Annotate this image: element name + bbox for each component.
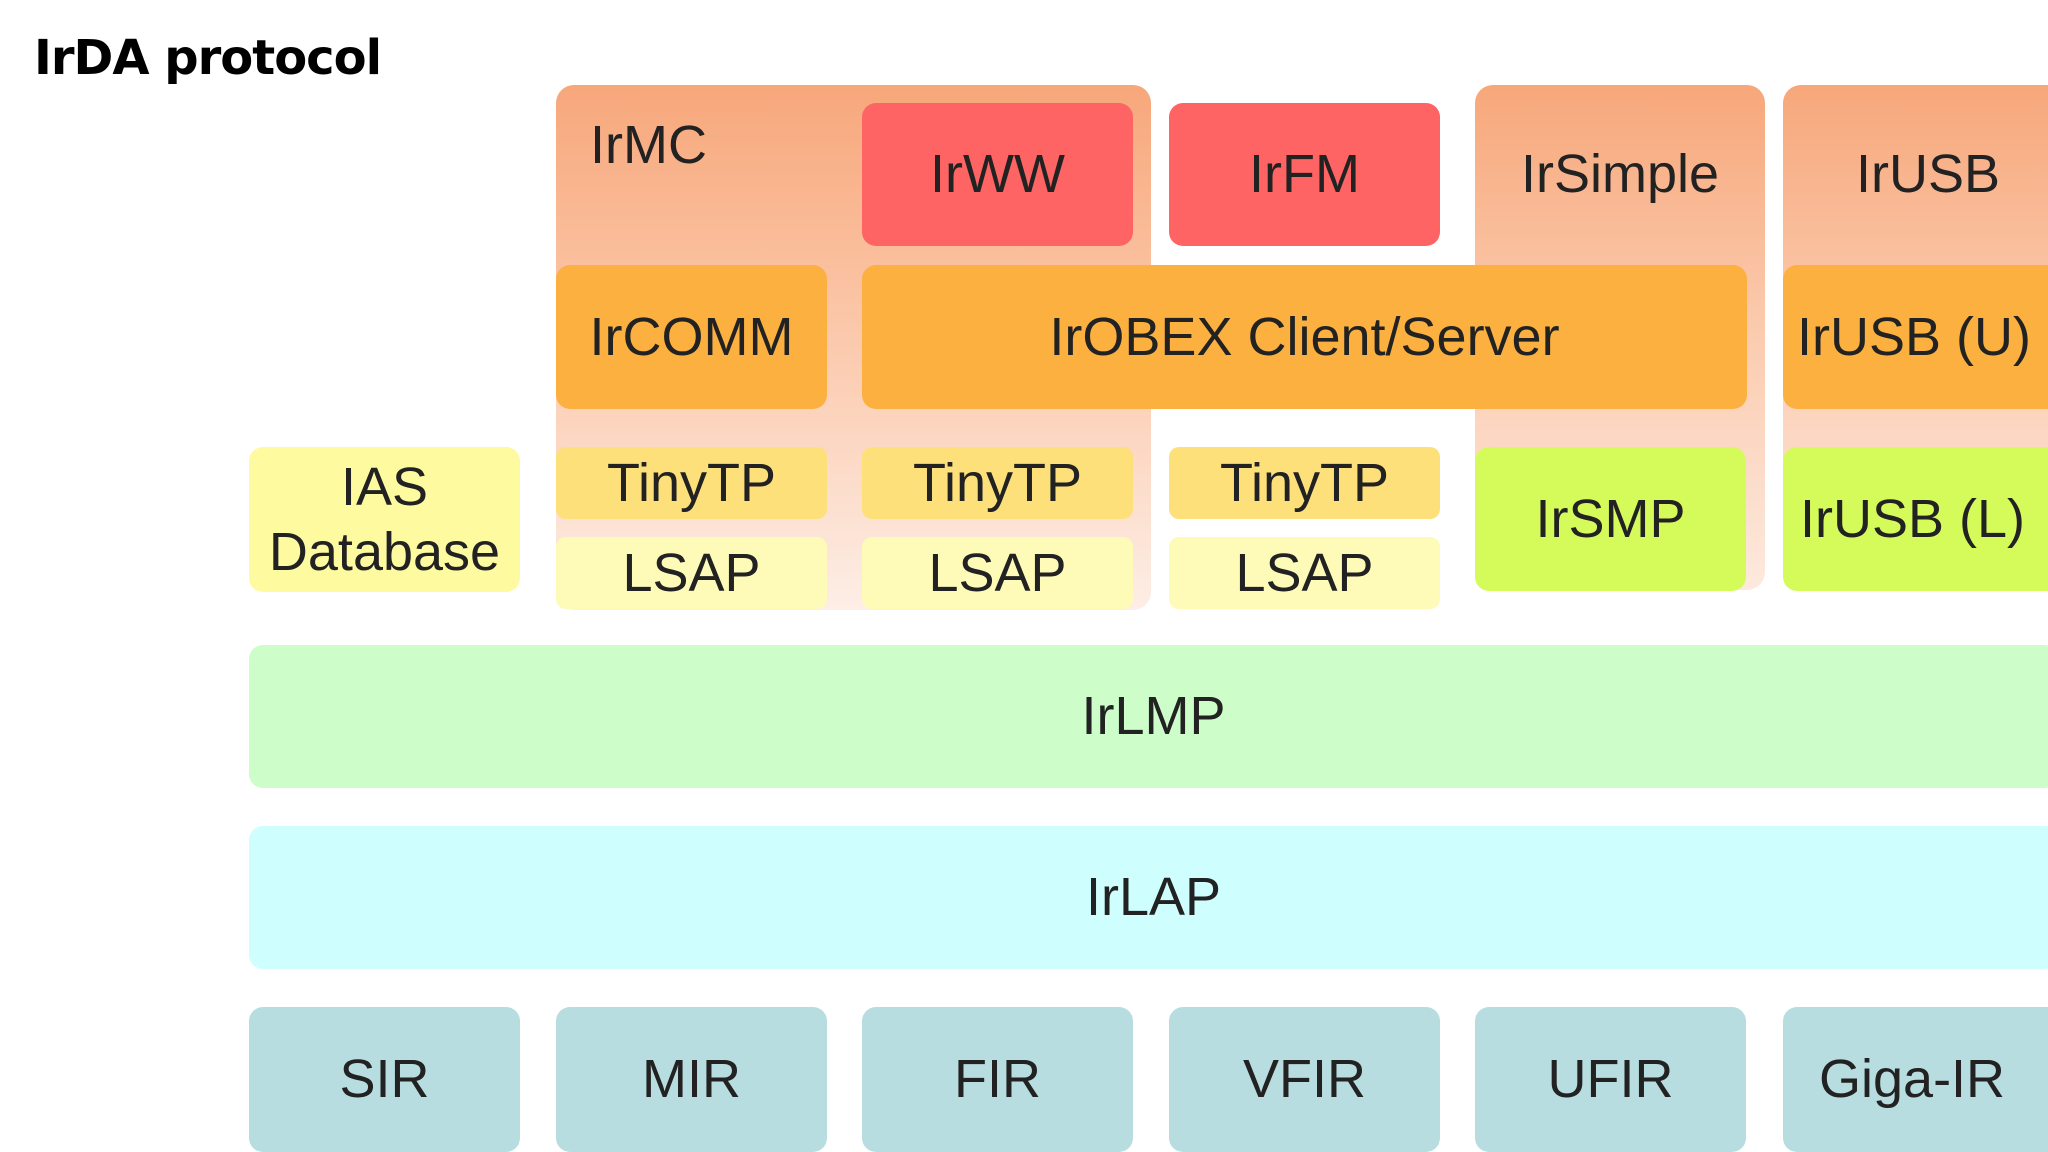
ias-line2: Database — [268, 521, 501, 582]
irlap-bar: IrLAP — [249, 826, 2048, 969]
irobex-box: IrOBEX Client/Server — [862, 265, 1747, 409]
physical-mir: MIR — [556, 1007, 827, 1152]
page-title: IrDA protocol — [34, 30, 382, 86]
tinytp-box-3: TinyTP — [1169, 447, 1440, 519]
irusb-l-box: IrUSB (L) — [1783, 447, 2048, 591]
ircomm-box: IrCOMM — [556, 265, 827, 409]
irfm-box: IrFM — [1169, 103, 1440, 246]
physical-ufir: UFIR — [1475, 1007, 1746, 1152]
physical-giga-ir: Giga-IR — [1783, 1007, 2048, 1152]
irusb-u-box: IrUSB (U) — [1783, 265, 2048, 409]
irsmp-box: IrSMP — [1475, 447, 1746, 591]
ias-line1: IAS — [340, 456, 429, 517]
physical-sir: SIR — [249, 1007, 520, 1152]
ias-database-box: IAS Database — [249, 447, 520, 592]
irlmp-bar: IrLMP — [249, 645, 2048, 788]
lsap-box-1: LSAP — [556, 537, 827, 609]
tinytp-box-2: TinyTP — [862, 447, 1133, 519]
irsimple-label: IrSimple — [1520, 144, 1720, 205]
physical-vfir: VFIR — [1169, 1007, 1440, 1152]
irmc-label: IrMC — [590, 115, 707, 175]
lsap-box-3: LSAP — [1169, 537, 1440, 609]
lsap-box-2: LSAP — [862, 537, 1133, 609]
irww-box: IrWW — [862, 103, 1133, 246]
tinytp-box-1: TinyTP — [556, 447, 827, 519]
irusb-label: IrUSB — [1855, 144, 2001, 205]
physical-fir: FIR — [862, 1007, 1133, 1152]
